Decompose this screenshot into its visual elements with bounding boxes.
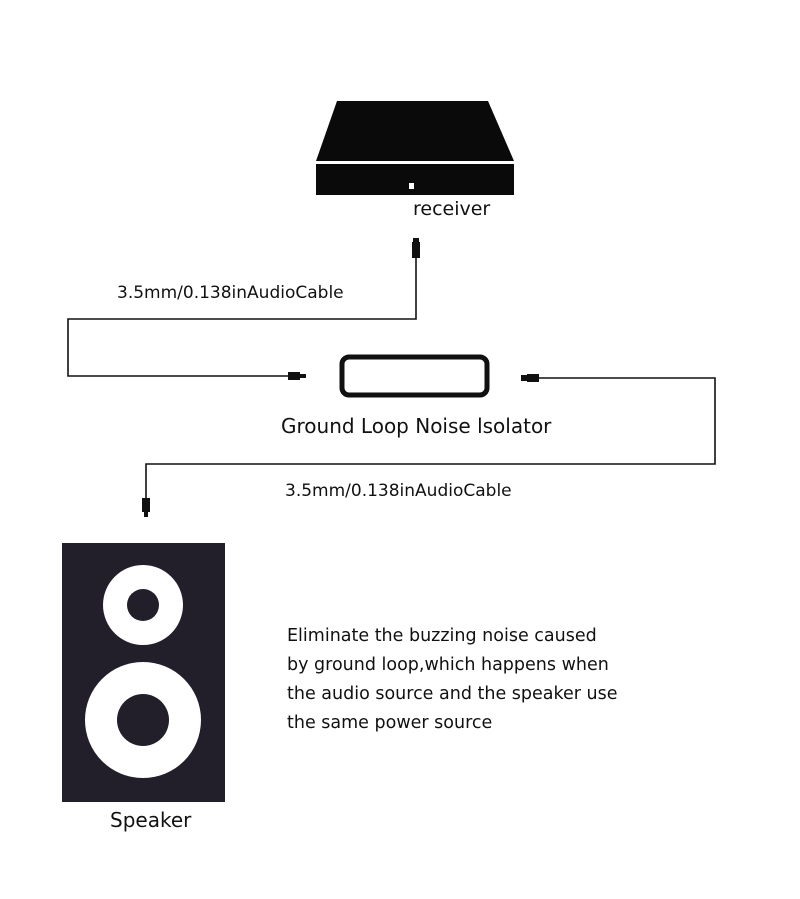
isolator-icon [339,354,490,398]
description-line: Eliminate the buzzing noise caused [287,626,597,646]
cable-isolator-to-speaker [145,377,716,498]
plug-receiver-icon [412,238,420,258]
receiver-label: receiver [413,198,491,220]
plug-isolator-left-icon [288,372,306,380]
description-line: by ground loop,which happens when [287,655,609,675]
speaker-icon [62,543,225,802]
isolator-label: Ground Loop Noise lsolator [281,414,552,438]
description-line: the audio source and the speaker use [287,684,618,704]
cable-receiver-to-isolator [67,258,417,377]
description-line: the same power source [287,713,493,733]
cable-top-label: 3.5mm/0.138inAudioCable [117,283,344,303]
plug-speaker-icon [142,498,150,517]
plug-isolator-right-icon [521,374,539,382]
receiver-icon [316,101,514,195]
cable-bottom-label: 3.5mm/0.138inAudioCable [285,481,512,501]
speaker-label: Speaker [110,808,192,832]
description-text: Eliminate the buzzing noise caused by gr… [287,622,647,738]
